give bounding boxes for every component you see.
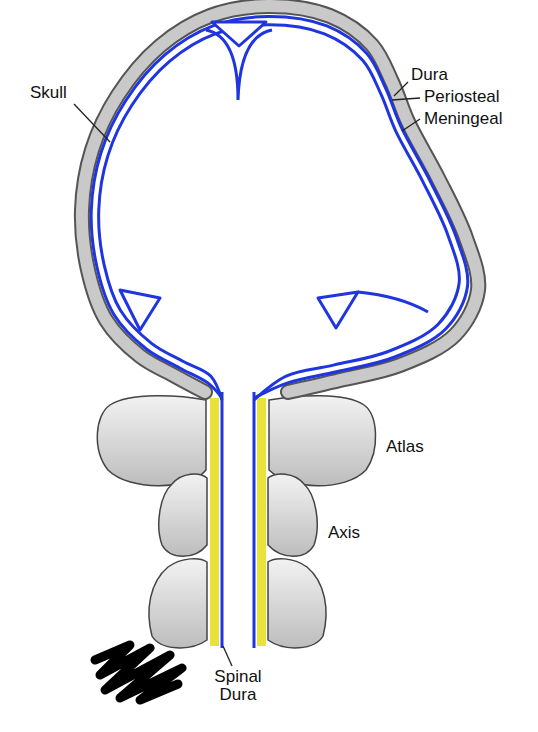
atlas-bone — [269, 396, 376, 486]
axis-bone — [268, 474, 317, 556]
meningeal-dura — [99, 25, 460, 400]
epidural-fat — [210, 398, 219, 646]
leader-line — [402, 119, 420, 131]
vertebra-bone — [149, 559, 207, 648]
part-label: Skull — [30, 84, 67, 102]
tentorium — [358, 292, 428, 312]
redaction-scribble — [95, 645, 182, 700]
transverse-sinus — [120, 290, 160, 330]
spinal-dura-line — [221, 392, 224, 648]
spinal-dura-line — [253, 392, 256, 648]
part-label: Meningeal — [424, 110, 502, 128]
leader-line — [392, 98, 420, 100]
part-label: Spinal Dura — [200, 668, 276, 704]
axis-bone — [159, 474, 207, 556]
atlas-bone — [97, 396, 206, 486]
transverse-sinus — [318, 292, 358, 328]
part-label: Dura — [411, 66, 448, 84]
part-label: Axis — [328, 524, 360, 542]
leader-line — [394, 82, 408, 96]
epidural-fat — [257, 398, 266, 646]
part-label: Periosteal — [424, 88, 500, 106]
leader-line — [74, 104, 110, 142]
vertebra-bone — [268, 559, 326, 648]
part-label: Atlas — [386, 438, 424, 456]
leader-line — [223, 646, 232, 666]
superior-sagittal-sinus — [212, 22, 266, 46]
